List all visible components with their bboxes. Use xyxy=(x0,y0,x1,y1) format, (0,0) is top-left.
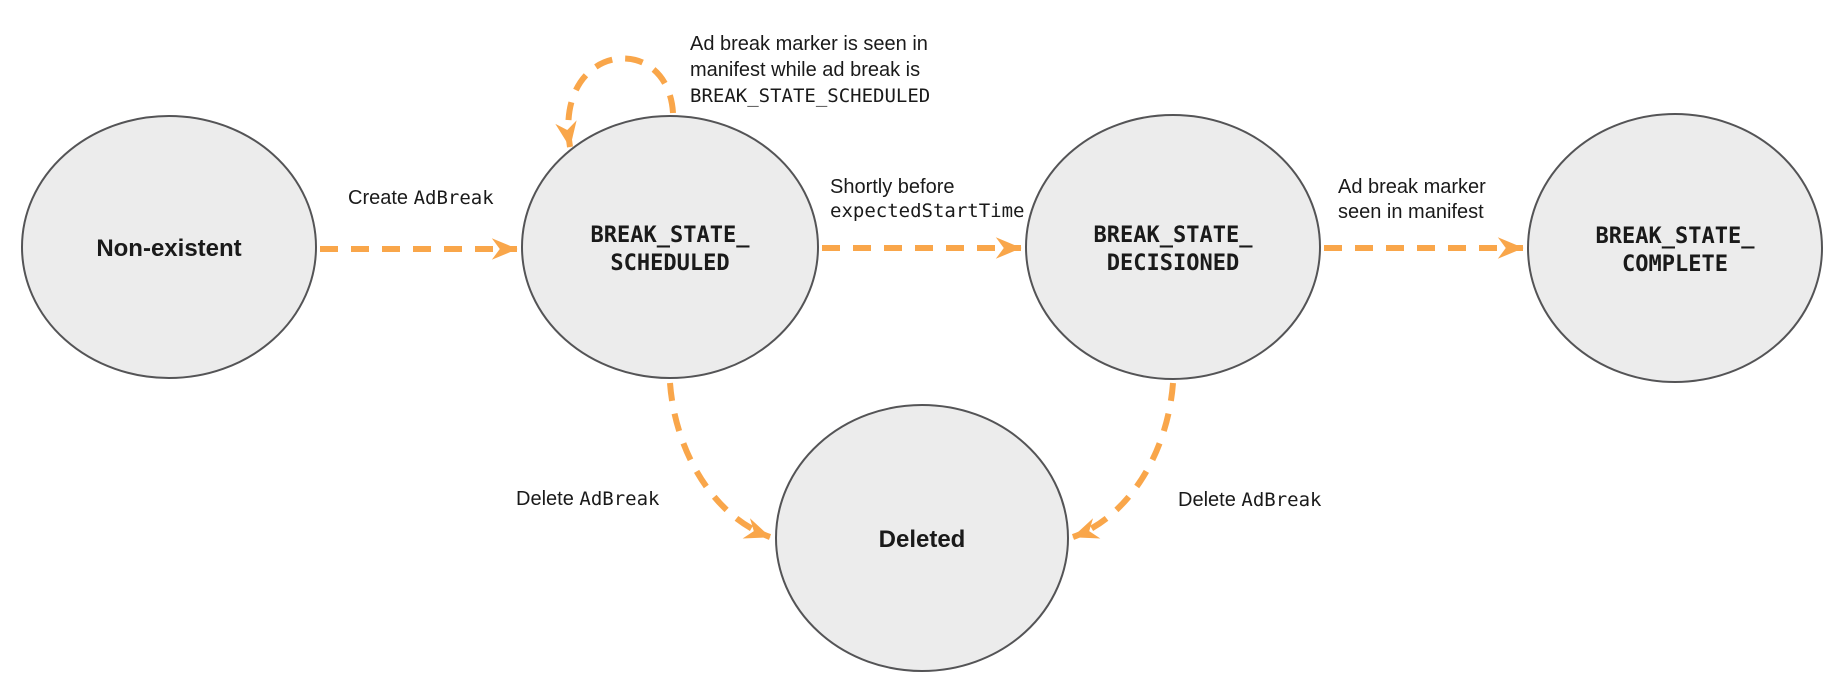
state-node-label-break-state-complete: BREAK_STATE_ COMPLETE xyxy=(1596,224,1756,277)
edge-label-text: manifest while ad break is xyxy=(690,59,920,81)
edge-label-line: Ad break marker is seen in xyxy=(690,33,928,55)
state-node-break-state-decisioned: BREAK_STATE_ DECISIONED xyxy=(1025,114,1321,380)
state-node-label-line: Non-existent xyxy=(96,235,241,262)
edge-label-text: Create xyxy=(348,187,414,209)
edge-label-ad-break-marker-seen: Ad break marker seen in manifest xyxy=(1338,176,1486,223)
edge-label-text: Shortly before xyxy=(830,176,955,198)
state-node-label-line: BREAK_STATE_ xyxy=(1596,224,1756,249)
edge-label-line: Shortly before xyxy=(830,176,955,198)
edge-label-text: BREAK_STATE_SCHEDULED xyxy=(690,85,930,107)
edge-label-delete-adbreak-right: Delete AdBreak xyxy=(1178,489,1322,511)
edge-label-create-adbreak: Create AdBreak xyxy=(348,187,494,209)
state-node-label-break-state-scheduled: BREAK_STATE_ SCHEDULED xyxy=(591,223,751,276)
edge-label-text: Delete xyxy=(516,488,579,510)
edge-label-delete-adbreak-left: Delete AdBreak xyxy=(516,488,660,510)
edge-label-line: Delete AdBreak xyxy=(1178,489,1322,511)
edge-label-text: Delete xyxy=(1178,489,1241,511)
edge-label-line: Create AdBreak xyxy=(348,187,494,209)
edge-label-line: BREAK_STATE_SCHEDULED xyxy=(690,85,930,107)
edge-scheduled-to-deleted xyxy=(667,382,772,540)
edge-decisioned-to-deleted xyxy=(1071,382,1176,540)
edge-label-line: Delete AdBreak xyxy=(516,488,660,510)
edge-label-line: manifest while ad break is xyxy=(690,59,920,81)
edge-label-line: seen in manifest xyxy=(1338,201,1484,223)
state-node-non-existent: Non-existent xyxy=(21,115,317,379)
edge-label-line: Ad break marker xyxy=(1338,176,1486,198)
state-node-break-state-scheduled: BREAK_STATE_ SCHEDULED xyxy=(521,115,819,379)
state-node-shape-break-state-complete xyxy=(1527,113,1823,383)
edge-label-text: expectedStartTime xyxy=(830,200,1024,222)
state-node-label-line: COMPLETE xyxy=(1622,252,1728,277)
edge-label-text: AdBreak xyxy=(579,488,660,510)
edges-layer xyxy=(320,55,1524,540)
edge-label-text: AdBreak xyxy=(414,187,495,209)
edge-label-text: Ad break marker is seen in xyxy=(690,33,928,55)
edge-scheduled-self-loop xyxy=(555,55,676,148)
state-node-break-state-complete: BREAK_STATE_ COMPLETE xyxy=(1527,113,1823,383)
state-node-shape-break-state-scheduled xyxy=(521,115,819,379)
labels-layer: Create AdBreak Ad break marker is seen in… xyxy=(348,33,1486,511)
state-node-deleted: Deleted xyxy=(775,404,1069,672)
state-node-label-line: Deleted xyxy=(879,526,966,553)
state-node-label-line: SCHEDULED xyxy=(610,251,729,276)
state-node-label-non-existent: Non-existent xyxy=(96,235,241,262)
edge-label-text: Ad break marker xyxy=(1338,176,1486,198)
state-node-shape-non-existent xyxy=(21,115,317,379)
edge-label-text: seen in manifest xyxy=(1338,201,1484,223)
state-node-shape-deleted xyxy=(775,404,1069,672)
state-node-label-line: BREAK_STATE_ xyxy=(1094,223,1254,248)
state-node-label-deleted: Deleted xyxy=(879,526,966,553)
state-node-shape-break-state-decisioned xyxy=(1025,114,1321,380)
edge-label-scheduled-self-loop: Ad break marker is seen in manifest while… xyxy=(690,33,930,107)
edge-label-text: AdBreak xyxy=(1241,489,1322,511)
state-node-label-break-state-decisioned: BREAK_STATE_ DECISIONED xyxy=(1094,223,1254,276)
edge-label-line: expectedStartTime xyxy=(830,200,1024,222)
state-node-label-line: BREAK_STATE_ xyxy=(591,223,751,248)
state-node-label-line: DECISIONED xyxy=(1107,251,1239,276)
